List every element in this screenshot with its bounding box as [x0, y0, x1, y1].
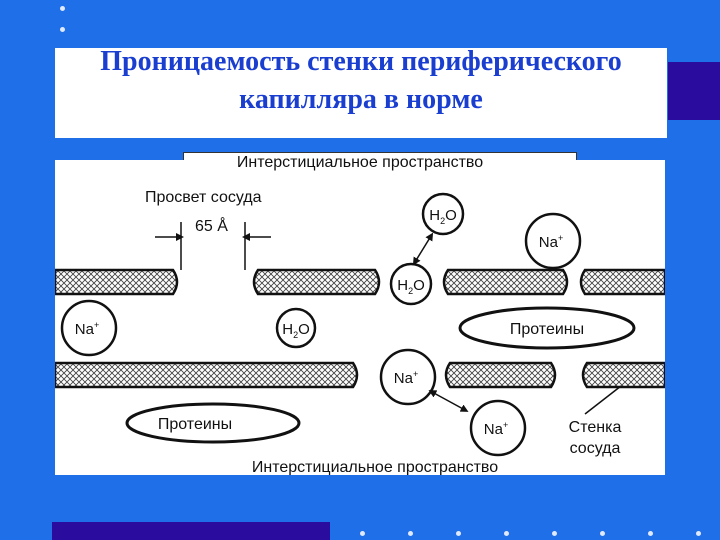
ion-na-top-right: Na+ [524, 212, 582, 270]
pointer-vessel-wall [584, 385, 622, 415]
molecule-h2o-pore: H2O [389, 262, 433, 306]
slide-title: Проницаемость стенки периферического кап… [55, 43, 667, 119]
vessel-wall-top-4 [579, 268, 665, 296]
label-interstitial-bottom: Интерстициальное пространство [252, 459, 498, 475]
svg-text:Na+: Na+ [539, 233, 563, 251]
proteins-interstitial: Протеины [125, 402, 301, 444]
arrow-na-exchange [428, 390, 469, 412]
svg-text:Na+: Na+ [484, 420, 508, 438]
proteins-lumen: Протеины [458, 306, 636, 350]
label-interstitial-top: Интерстициальное пространство [236, 154, 484, 171]
decorative-block-bottom [52, 522, 330, 540]
ion-na-pore: Na+ [379, 348, 437, 406]
vessel-wall-top-1 [55, 268, 179, 296]
capillary-svg: Просвет сосуда 65 Å H2O H2O Na+ Na+ H2O … [55, 189, 665, 475]
label-lumen: Просвет сосуда [145, 189, 262, 206]
decorative-block-right [668, 62, 720, 120]
svg-text:Na+: Na+ [394, 369, 418, 387]
ion-na-lumen-left: Na+ [60, 299, 118, 357]
molecule-h2o-top: H2O [421, 192, 465, 236]
vessel-wall-bottom-2 [444, 361, 557, 389]
vessel-wall-top-3 [442, 268, 569, 296]
svg-text:H2O: H2O [397, 277, 425, 296]
arrow-h2o-exchange [412, 232, 434, 266]
svg-text:Протеины: Протеины [158, 416, 232, 433]
svg-text:H2O: H2O [282, 321, 310, 340]
vessel-wall-top-2 [252, 268, 381, 296]
vessel-wall-bottom-3 [581, 361, 665, 389]
molecule-h2o-lumen: H2O [275, 307, 317, 349]
svg-text:Протеины: Протеины [510, 321, 584, 338]
label-vessel-wall-2: сосуда [570, 440, 621, 457]
title-line-1: Проницаемость стенки периферического [100, 46, 622, 77]
label-width: 65 Å [195, 216, 228, 235]
svg-text:Na+: Na+ [75, 320, 99, 338]
ion-na-bottom: Na+ [469, 399, 527, 457]
label-vessel-wall-1: Стенка [569, 419, 622, 436]
capillary-diagram: Просвет сосуда 65 Å H2O H2O Na+ Na+ H2O … [55, 160, 665, 475]
title-box [55, 48, 667, 138]
svg-text:H2O: H2O [429, 207, 457, 226]
vessel-wall-bottom-1 [55, 361, 359, 389]
title-line-2: капилляра в норме [239, 84, 483, 115]
